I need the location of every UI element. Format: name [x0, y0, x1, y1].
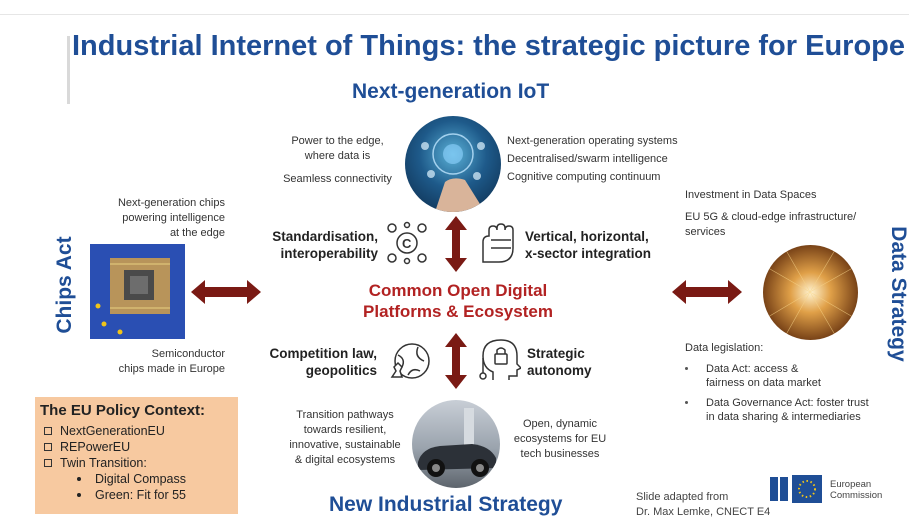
- bottom-left-text: Transition pathways towards resilient, i…: [289, 409, 401, 466]
- head-lock-icon: [477, 336, 523, 387]
- policy-item: REPowerEU: [35, 439, 238, 455]
- page-title: Industrial Internet of Things: the strat…: [72, 30, 906, 62]
- strategic-autonomy-label: Strategic autonomy: [527, 346, 592, 378]
- chip-image: [90, 244, 185, 339]
- gears-icon: C: [385, 221, 429, 270]
- up-down-arrow-top: [445, 216, 467, 277]
- title-accent-bar: [67, 36, 70, 104]
- policy-context-title: The EU Policy Context:: [40, 402, 206, 419]
- standardisation-label: Standardisation, interoperability: [272, 229, 378, 261]
- policy-subitem: Digital Compass: [35, 471, 238, 487]
- right-double-arrow: [672, 280, 742, 309]
- new-industrial-strategy-heading: New Industrial Strategy: [329, 493, 563, 516]
- top-right-text: Next-generation operating systems Decent…: [507, 135, 678, 183]
- top-left-text: Power to the edge, where data is Seamles…: [283, 135, 392, 185]
- car-image: [412, 400, 500, 488]
- policy-item: Twin Transition:: [35, 455, 238, 471]
- hand-network-icon: [477, 222, 521, 269]
- european-commission-label: European Commission: [830, 479, 883, 501]
- vertical-integration-label: Vertical, horizontal, x-sector integrati…: [525, 229, 652, 261]
- chess-globe-icon: [388, 337, 432, 386]
- policy-item: NextGenerationEU: [35, 423, 238, 439]
- competition-label: Competition law, geopolitics: [269, 346, 378, 378]
- left-double-arrow: [191, 280, 261, 309]
- chips-act-heading: Chips Act: [53, 236, 76, 334]
- data-legislation-block: Data legislation: Data Act: access & fai…: [685, 342, 869, 423]
- chips-bottom-text: Semiconductor chips made in Europe: [118, 348, 225, 375]
- next-gen-iot-heading: Next-generation IoT: [352, 80, 550, 103]
- slide-credit: Slide adapted from Dr. Max Lemke, CNECT …: [636, 491, 771, 518]
- platform-ecosystem-label: Common Open Digital Platforms & Ecosyste…: [363, 281, 553, 321]
- data-tunnel-image: [763, 245, 858, 340]
- top-divider: [0, 14, 909, 15]
- svg-text:C: C: [402, 236, 412, 251]
- bottom-right-text: Open, dynamic ecosystems for EU tech bus…: [513, 418, 607, 460]
- up-down-arrow-bottom: [445, 333, 467, 394]
- policy-context-box: The EU Policy Context: NextGenerationEU …: [35, 397, 238, 514]
- chips-top-text: Next-generation chips powering intellige…: [117, 197, 225, 239]
- iot-hand-image: [405, 116, 501, 212]
- european-commission-logo: [770, 473, 825, 510]
- data-top-text: Investment in Data Spaces EU 5G & cloud-…: [685, 189, 857, 238]
- policy-subitem: Green: Fit for 55: [35, 487, 238, 503]
